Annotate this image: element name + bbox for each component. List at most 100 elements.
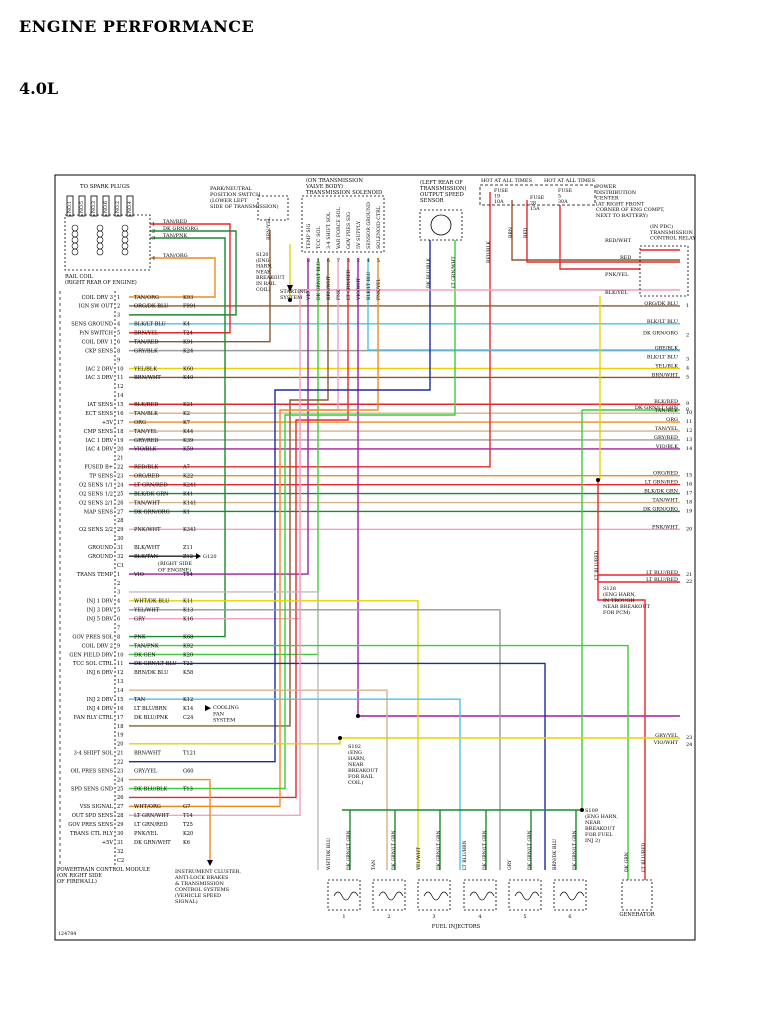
pcm-pin-wire: LT GRN/WHT <box>134 813 170 819</box>
pcm-pin-number: 16 <box>117 411 123 417</box>
pcm-pin-number: 30 <box>117 831 123 837</box>
inst-arrow <box>207 860 213 866</box>
pcm-pin-circuit: K44 <box>183 429 193 435</box>
pdc-label-line: CORNER OF ENG COMPT, <box>596 207 665 213</box>
fuel-injector-box <box>553 879 587 911</box>
pcm-pin-number: 8 <box>117 634 120 640</box>
trans-wire-label: DK GRN/LT BLU <box>316 261 322 300</box>
pcm-pin-circuit: K12 <box>183 697 193 703</box>
trans-pin-number: 2 <box>357 258 360 264</box>
s120-label-line: (ENG <box>256 257 270 264</box>
splice-dot <box>596 478 600 482</box>
s109-label-line: S109 <box>585 808 598 814</box>
fuel-injector-box <box>417 879 451 911</box>
pcm-pin-wire: TAN/BLK <box>134 411 158 417</box>
trans-solenoid-pin: VAR FORCE SOL <box>336 206 342 250</box>
pcm-pin-number: 27 <box>117 509 123 515</box>
trans-solenoid-pin: SENSOR GROUND <box>366 202 372 249</box>
pcm-pin-circuit: K20 <box>183 831 193 837</box>
pn-switch-label-line: SIDE OF TRANSMISSION) <box>210 203 279 210</box>
injector-wire-label: DK GRN/LT GRN <box>527 830 533 870</box>
pcm-pin-wire: LT GRN/RED <box>134 822 168 828</box>
coil-winding <box>96 248 104 256</box>
wire-lt-grn-red-trans <box>129 258 349 799</box>
pcm-pin-wire: TAN <box>134 697 146 703</box>
pcm-pin-circuit: K6 <box>183 840 190 846</box>
wire-dk-grn-org-coil <box>129 230 237 316</box>
pcm-pin-number: 23 <box>117 474 123 480</box>
fuse5-label-line: FUSE <box>558 188 573 194</box>
pcm-pin-number: 3 <box>117 590 120 596</box>
wire-pnk-yel <box>129 258 379 808</box>
right-wire-number: 22 <box>686 579 692 585</box>
pcm-pin-wire: PNK/YEL <box>134 831 158 837</box>
pcm-pin-function: VSS SIGNAL <box>79 804 114 810</box>
s109-label-line: FOR FUEL <box>585 832 613 838</box>
spark-plug-number: NO.4 <box>127 201 133 213</box>
pcm-pin-number: 14 <box>117 393 123 399</box>
s120-label-line: IN RAIL <box>256 281 277 287</box>
pcm-pin-number: 24 <box>117 777 123 783</box>
pcm-pin-number: 17 <box>117 715 123 721</box>
pcm-pin-number: 20 <box>117 742 123 748</box>
wire-gry-yel <box>129 737 680 745</box>
s120-label-line: BREAKOUT <box>256 275 286 281</box>
right-wire-label: ORG/DK BLU <box>644 301 678 307</box>
trans-solenoid-pin: 5V SUPPLY <box>356 220 362 249</box>
pdc-label-line: DISTRIBUTION <box>596 190 637 196</box>
pcm-pin-number: 20 <box>117 447 123 453</box>
page-subtitle: 4.0L <box>19 79 59 98</box>
output-speed-label-line: TRANSMISSION) <box>420 185 466 192</box>
pcm-pin-circuit: K40 <box>183 375 193 381</box>
pcm-pin-number: 12 <box>117 384 123 390</box>
coil-winding <box>121 230 129 238</box>
right-wire-number: 16 <box>686 482 692 488</box>
pcm-pin-wire: TAN/WHT <box>134 500 161 506</box>
right-wire-number: 21 <box>686 572 692 578</box>
pcm-pin-circuit: K11 <box>183 599 193 605</box>
pcm-pin-number: 9 <box>117 643 120 649</box>
pcm-pin-wire: ORG <box>134 420 146 426</box>
coil-winding <box>96 230 104 238</box>
pcm-pin-circuit: K13 <box>183 608 193 614</box>
s109-label-line: (ENG HARN, <box>585 813 618 820</box>
pdc-label-line: CENTER <box>596 196 619 202</box>
pcm-pin-function: IAC 3 DRV <box>86 375 114 381</box>
generator-wire-label: DK GRN <box>624 852 630 872</box>
pcm-pin-circuit: K59 <box>183 447 193 453</box>
pcm-pin-circuit: Z11 <box>183 545 193 551</box>
pcm-pin-function: CMP SENS <box>84 429 114 435</box>
pdc-label-line: NEXT TO BATTERY) <box>596 212 648 219</box>
pcm-pin-number: 21 <box>117 751 123 757</box>
coil-winding <box>96 242 104 250</box>
pcm-pin-wire: LT GRN/RED <box>134 482 168 488</box>
pcm-pin-number: 31 <box>117 840 123 846</box>
right-wire-number: 14 <box>686 446 692 452</box>
pcm-pin-number: 29 <box>117 822 123 828</box>
relay-label-line: TRANSMISSION <box>650 230 693 236</box>
pcm-pin-number: 1 <box>117 572 120 578</box>
right-wire-label: GRY/RED <box>654 435 678 441</box>
wire-vio <box>129 258 309 575</box>
rail-coil-label-line: RAIL COIL <box>65 274 94 280</box>
spark-plug-terminal <box>90 195 98 217</box>
fuel-injector-coil <box>514 891 540 901</box>
pcm-pin-number: 18 <box>117 429 123 435</box>
trans-solenoid-box <box>301 195 385 253</box>
pcm-pin-number: 2 <box>117 304 120 310</box>
pcm-pin-circuit: T25 <box>183 822 193 828</box>
right-wire-number: 3 <box>686 357 689 363</box>
pcm-pin-circuit: K4 <box>183 322 190 328</box>
trans-solenoid-pin: SOLENOID CTRL <box>376 205 382 249</box>
right-wire-label: TAN/YEL <box>655 426 679 432</box>
s120-label-line: S120 <box>256 252 268 258</box>
spark-plug-terminal <box>78 195 86 217</box>
pcm-pin-wire: TAN/PNK <box>134 643 159 649</box>
pcm-pin-number: 11 <box>117 375 123 381</box>
right-wire-label: TAN/WHT <box>652 498 678 504</box>
trans-solenoid-pin: TEMP SIG <box>306 223 312 249</box>
pcm-pin-wire: YEL/WHT <box>133 608 160 614</box>
right-wire-label: TAN/BLK <box>655 408 679 414</box>
fuel-injector-box <box>327 879 361 911</box>
inst-label-line: INSTRUMENT CLUSTER, <box>175 869 241 875</box>
